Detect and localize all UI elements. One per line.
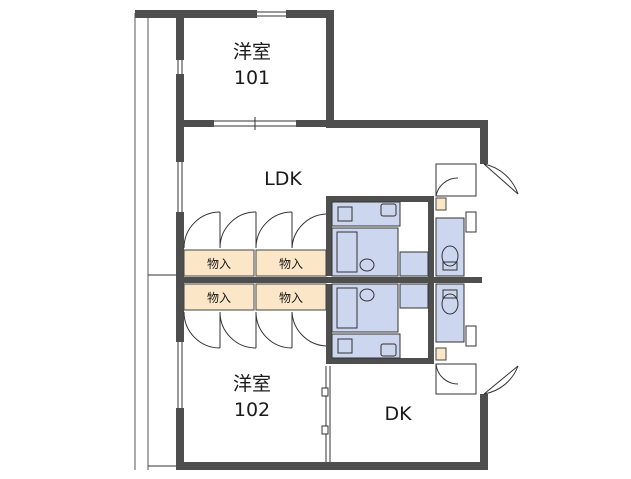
bathtub <box>331 283 399 333</box>
closet-label: 物入 <box>207 291 231 305</box>
closet-label: 物入 <box>279 257 303 271</box>
room-101-number: 101 <box>234 67 270 89</box>
walls <box>135 10 488 470</box>
dk-label: DK <box>384 403 412 425</box>
closet-label: 物入 <box>279 291 303 305</box>
kitchen-counter <box>331 333 401 359</box>
washbasin <box>399 251 429 277</box>
kitchen-counter <box>331 201 401 227</box>
ldk-label: LDK <box>264 168 302 190</box>
entrance-doors <box>435 163 519 395</box>
bathtub <box>331 227 399 277</box>
closets <box>183 211 327 349</box>
room-101-name: 洋室 <box>233 41 271 63</box>
toilet-room <box>435 283 465 343</box>
wet-area-lower <box>331 283 477 359</box>
wet-area-upper <box>331 201 477 277</box>
toilet-room <box>435 217 465 277</box>
windows <box>148 11 296 467</box>
washbasin <box>399 283 429 309</box>
room-102-number: 102 <box>234 399 270 421</box>
dk-sliding-door <box>321 366 331 462</box>
room-102-name: 洋室 <box>233 373 271 395</box>
closet-label: 物入 <box>207 257 231 271</box>
